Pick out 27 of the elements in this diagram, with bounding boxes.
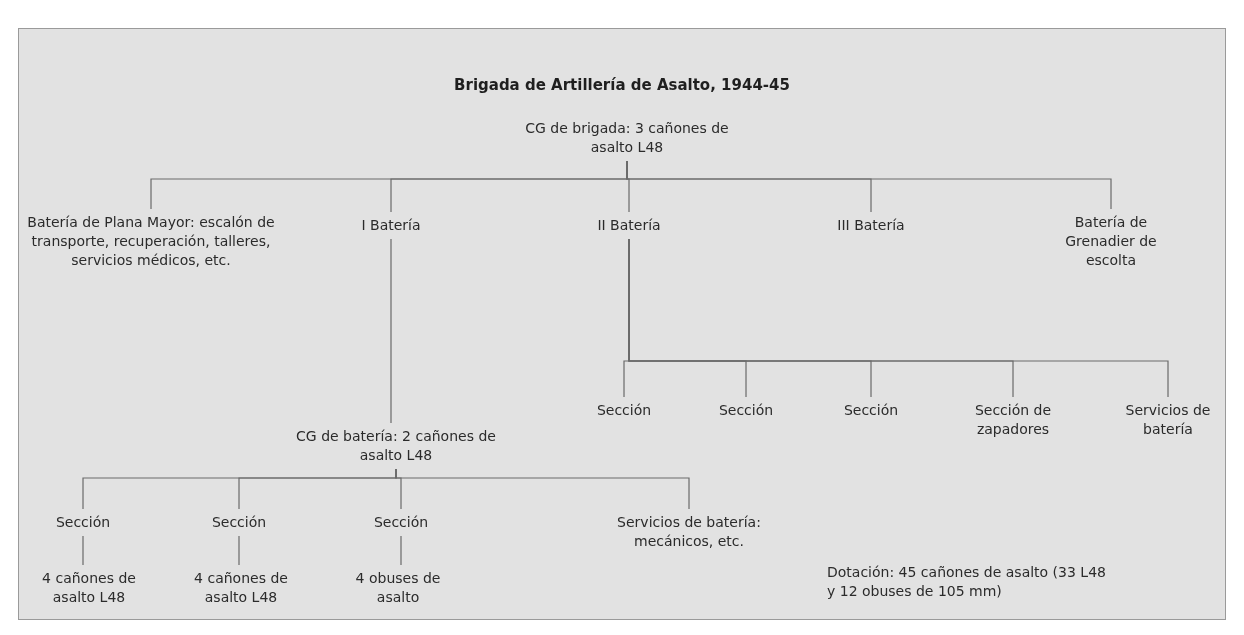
unit-label: Servicios de batería: mecánicos, etc.	[584, 513, 794, 551]
connector-line	[82, 535, 84, 566]
unit-label: Batería de Plana Mayor: escalón de transporte, recuperación, talleres, servicios médicos, etc.	[26, 213, 276, 270]
unit-label: CG de batería: 2 cañones de asalto L48	[276, 427, 516, 465]
unit-label: Servicios de batería	[1113, 401, 1223, 439]
unit-label: Sección	[194, 513, 284, 532]
unit-label: 4 cañones de asalto L48	[24, 569, 154, 607]
unit-label: CG de brigada: 3 cañones de asalto L48	[502, 119, 752, 157]
connector-line	[628, 238, 1169, 398]
connector-line	[238, 535, 240, 566]
unit-label: II Batería	[569, 216, 689, 235]
unit-label: Sección de zapadores	[958, 401, 1068, 439]
connector-line	[626, 160, 1112, 210]
unit-label: Sección	[579, 401, 669, 420]
unit-label: Sección	[356, 513, 446, 532]
diagram-title: Brigada de Artillería de Asalto, 1944-45	[453, 76, 791, 94]
unit-label: 4 cañones de asalto L48	[176, 569, 306, 607]
unit-label: Sección	[826, 401, 916, 420]
unit-label: I Batería	[331, 216, 451, 235]
unit-label: Sección	[38, 513, 128, 532]
unit-label: III Batería	[811, 216, 931, 235]
note-text: Dotación: 45 cañones de asalto (33 L48 y 12 obuses de 105 mm)	[827, 563, 1107, 601]
connector-line	[390, 238, 392, 424]
unit-label: Batería de Grenadier de escolta	[1046, 213, 1176, 270]
connector-line	[400, 535, 402, 566]
unit-label: 4 obuses de asalto	[348, 569, 448, 607]
unit-label: Sección	[701, 401, 791, 420]
